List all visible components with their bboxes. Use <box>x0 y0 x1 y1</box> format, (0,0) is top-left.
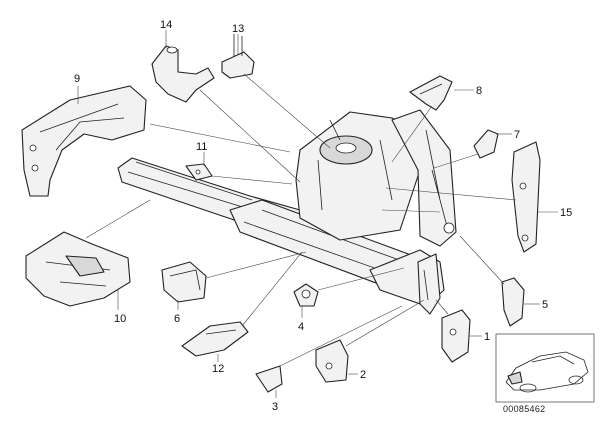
car-highlight-region <box>507 371 523 385</box>
leader-3 <box>279 305 403 367</box>
leader-12 <box>241 251 303 327</box>
callout-ticks <box>77 30 558 398</box>
part-12-plate <box>181 321 249 357</box>
part-1-bracket <box>441 309 471 363</box>
callout-4: 4 <box>298 321 304 333</box>
part-15-reinforcement <box>511 141 541 253</box>
callout-12: 12 <box>212 363 224 375</box>
leader-lines <box>85 73 517 367</box>
leader-2 <box>345 299 425 347</box>
part-5-bracket <box>501 277 525 327</box>
callout-10: 10 <box>114 313 126 325</box>
callout-9: 9 <box>74 73 80 85</box>
leader-14 <box>199 89 301 183</box>
leader-7 <box>433 153 479 169</box>
part-13-mount <box>221 34 255 79</box>
leader-15 <box>385 187 517 201</box>
leader-8 <box>391 105 433 163</box>
callout-11: 11 <box>196 141 207 153</box>
callout-13: 13 <box>232 23 244 35</box>
callout-6: 6 <box>174 313 180 325</box>
leader-1 <box>435 299 449 315</box>
callout-5: 5 <box>542 299 548 311</box>
leader-9 <box>149 123 291 153</box>
part-2-bracket <box>315 339 349 383</box>
part-6-bracket <box>161 261 207 303</box>
callout-3: 3 <box>272 401 278 413</box>
callout-15: 15 <box>560 207 572 219</box>
callout-1: 1 <box>484 331 490 343</box>
part-4-mount <box>293 283 319 307</box>
car-body-outline <box>505 351 589 391</box>
part-7-bracket <box>473 129 499 159</box>
part-9-wheel-arch-panel <box>21 85 147 197</box>
leader-inner <box>381 209 441 213</box>
document-number: 00085462 <box>503 404 546 414</box>
leader-6 <box>205 251 307 279</box>
part-3-plate <box>255 365 283 393</box>
leader-4 <box>317 267 405 291</box>
callout-7: 7 <box>514 129 520 141</box>
callout-labels: 1 2 3 4 5 6 7 8 9 10 11 12 13 14 15 <box>74 19 572 413</box>
leader-5 <box>459 235 505 285</box>
vehicle-thumbnail <box>495 333 595 403</box>
leader-11 <box>211 175 293 185</box>
part-10-underbody-shield <box>25 231 131 307</box>
callout-2: 2 <box>360 369 366 381</box>
callout-8: 8 <box>476 85 482 97</box>
callout-14: 14 <box>160 19 172 31</box>
leader-10 <box>85 199 151 239</box>
part-14-bracket <box>151 45 215 103</box>
leader-13 <box>243 73 331 149</box>
part-8-bracket <box>409 75 453 111</box>
